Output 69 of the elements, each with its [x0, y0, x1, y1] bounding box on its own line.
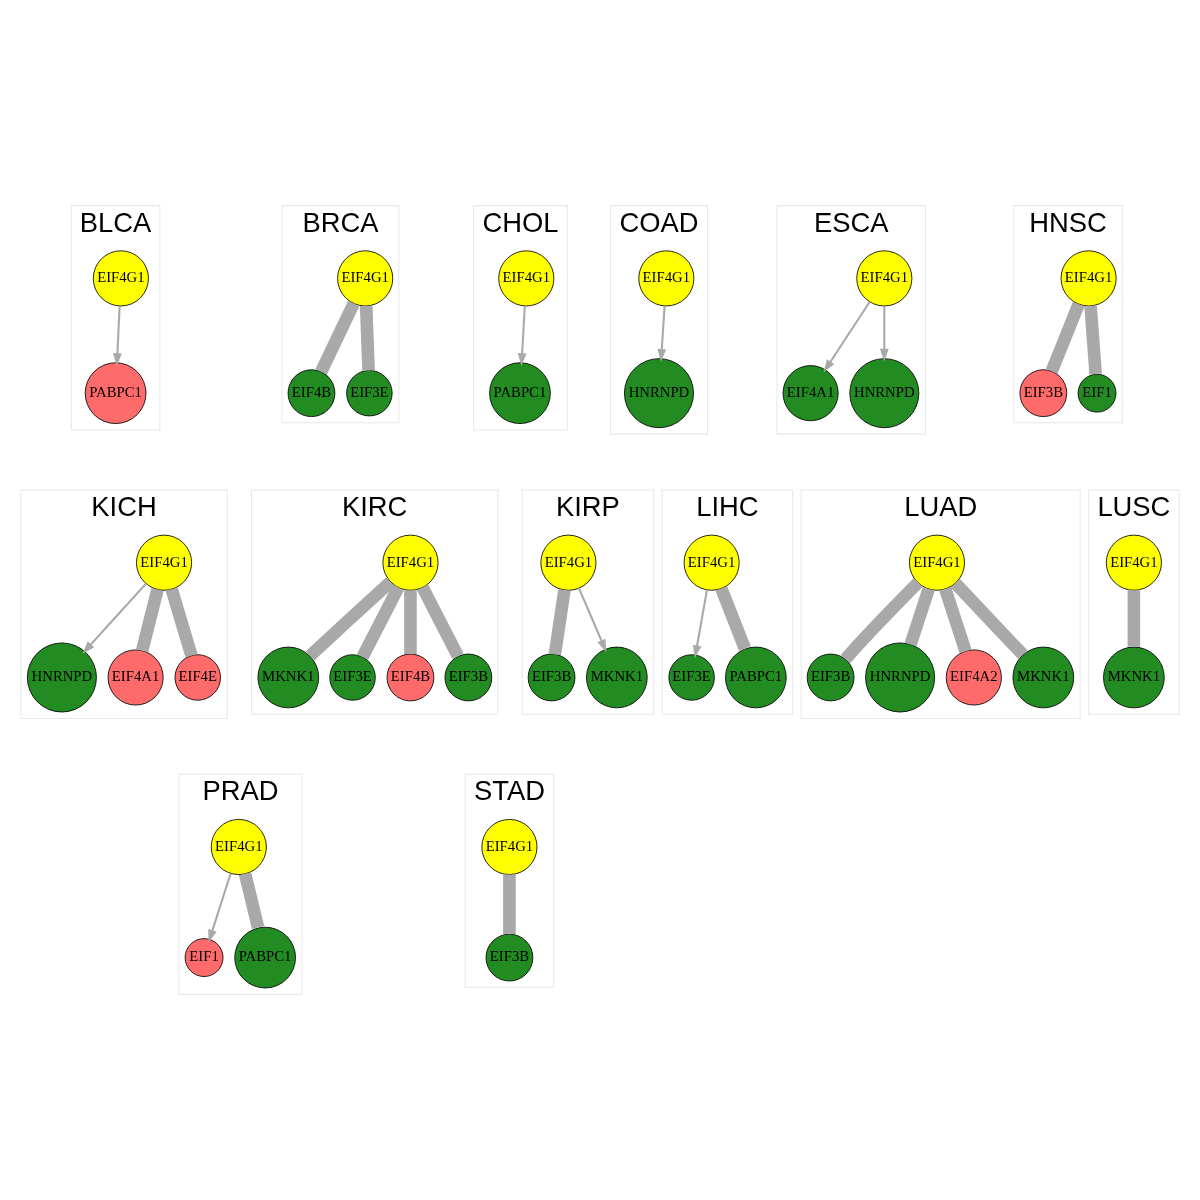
arrow	[113, 305, 122, 366]
arrow	[823, 301, 871, 373]
node-circle: EIF3E	[346, 370, 393, 417]
arrow	[879, 306, 889, 362]
node-circle: EIF4B	[386, 653, 435, 702]
node-circle: EIF4G1	[1105, 534, 1162, 591]
connector	[904, 587, 935, 647]
node-circle: EIF4G1	[683, 534, 740, 591]
node-circle: EIF4G1	[210, 819, 267, 875]
connector	[548, 589, 571, 656]
connector	[359, 305, 375, 371]
connector	[404, 590, 417, 655]
node-circle: HNRNPD	[849, 358, 920, 429]
node-circle: PABPC1	[725, 646, 787, 709]
node-circle: MKNK1	[1103, 646, 1165, 709]
node-circle: EIF3E	[668, 654, 715, 701]
node-circle: EIF3B	[806, 653, 855, 702]
node-circle: EIF1	[184, 938, 224, 977]
node-circle: EIF4A1	[782, 365, 839, 422]
connector	[840, 578, 923, 664]
node-circle: EIF4G1	[540, 534, 597, 591]
node-circle: EIF4A2	[945, 649, 1002, 706]
connector	[1127, 590, 1141, 647]
node-circle: EIF4G1	[136, 534, 193, 591]
node-circle: HNRNPD	[865, 642, 936, 713]
connector	[238, 872, 265, 930]
node-circle: EIF4G1	[337, 250, 394, 307]
connector	[715, 586, 751, 651]
node-circle: PABPC1	[489, 362, 551, 424]
node-circle: EIF4B	[287, 369, 336, 417]
node-circle: EIF3B	[1019, 369, 1068, 417]
node-circle: EIF4G1	[638, 250, 695, 307]
node-circle: EIF4E	[174, 654, 221, 701]
arrow	[517, 305, 527, 366]
node-circle: PABPC1	[234, 926, 296, 989]
node-circle: EIF4G1	[908, 534, 965, 591]
connector	[315, 300, 360, 375]
node-circle: EIF1	[1077, 373, 1117, 413]
node-circle: MKNK1	[1012, 646, 1075, 709]
node-circle: EIF4G1	[92, 250, 149, 307]
connector	[136, 588, 164, 653]
node-circle: HNRNPD	[624, 358, 694, 429]
arrow	[657, 305, 667, 362]
connector	[1084, 305, 1102, 375]
node-circle: EIF4G1	[498, 250, 555, 307]
connector	[950, 579, 1028, 660]
node-circle: EIF4G1	[382, 534, 439, 591]
arrow	[577, 587, 607, 653]
connector	[503, 874, 516, 934]
node-circle: EIF3E	[329, 654, 376, 701]
arrow	[82, 583, 147, 654]
connector	[305, 577, 395, 661]
arrow	[208, 873, 232, 943]
connector	[1045, 301, 1085, 374]
arrow	[692, 589, 708, 659]
node-circle: EIF4G1	[856, 250, 913, 307]
connector	[165, 587, 198, 658]
connector	[356, 584, 404, 660]
node-circle: EIF3B	[485, 933, 534, 982]
node-circle: PABPC1	[84, 362, 147, 424]
node-circle: EIF3B	[444, 653, 493, 702]
node-circle: EIF4G1	[1060, 250, 1117, 307]
node-circle: EIF4A1	[107, 649, 164, 706]
node-circle: EIF4G1	[481, 819, 538, 875]
node-circle: EIF3B	[527, 653, 576, 702]
connector	[416, 584, 464, 660]
node-circle: MKNK1	[257, 646, 320, 709]
connector	[939, 587, 972, 654]
node-circle: MKNK1	[586, 646, 648, 709]
